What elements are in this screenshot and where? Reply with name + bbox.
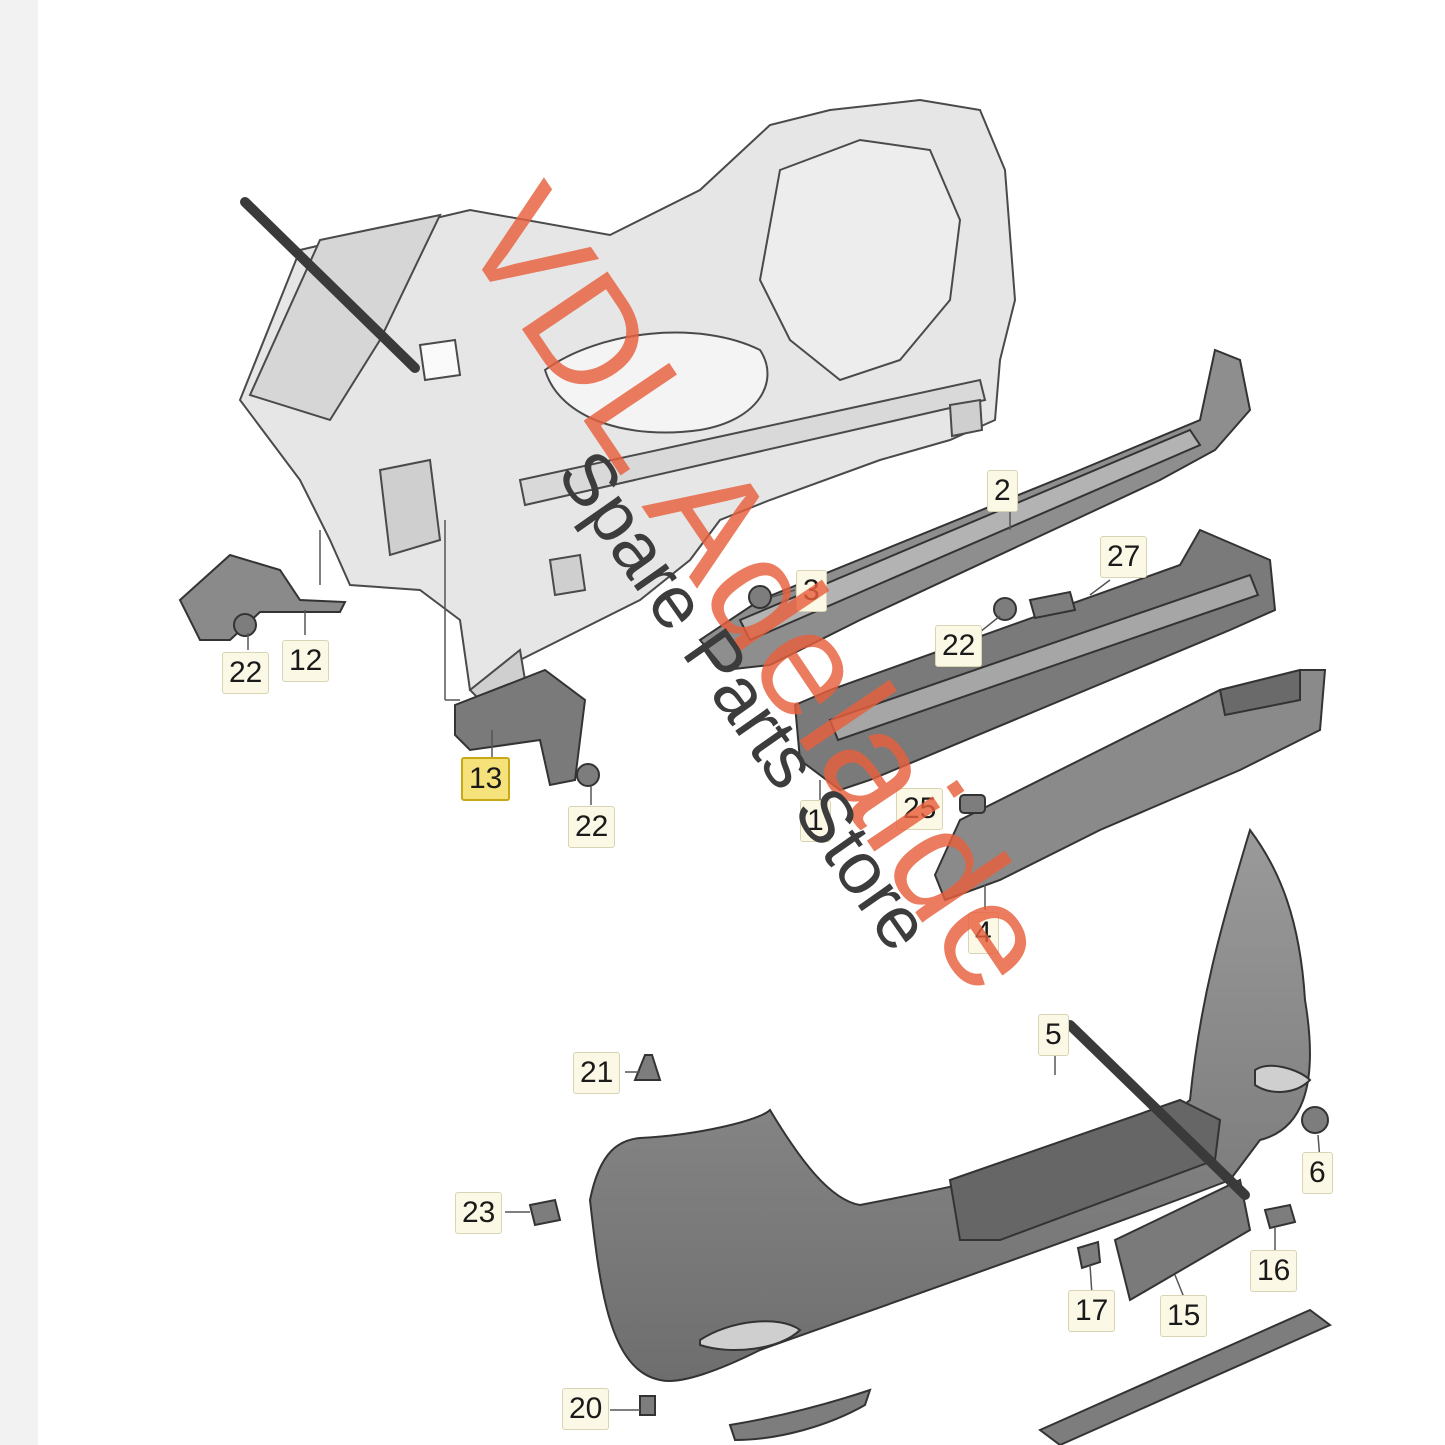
callout-23: 23 (455, 1192, 503, 1234)
part-4-absorber (933, 668, 1327, 902)
callout-17: 17 (1068, 1290, 1116, 1332)
callout-22-center: 22 (568, 806, 616, 848)
rear-body-shell (238, 98, 1017, 702)
callout-6: 6 (1302, 1152, 1333, 1194)
part-5-bumper-cover (588, 827, 1312, 1382)
callout-2: 2 (987, 470, 1018, 512)
part-13-bracket (454, 668, 587, 787)
callout-25: 25 (896, 788, 944, 830)
callout-21: 21 (573, 1052, 621, 1094)
fasteners (233, 585, 1329, 1416)
callout-22-right: 22 (935, 625, 983, 667)
callout-3: 3 (796, 570, 827, 612)
callout-13-highlighted: 13 (461, 757, 511, 801)
part-15-plate-base (1113, 1178, 1252, 1302)
callout-20: 20 (562, 1388, 610, 1430)
callout-1: 1 (800, 800, 831, 842)
callout-4: 4 (968, 912, 999, 954)
callout-15: 15 (1160, 1295, 1208, 1337)
callout-5: 5 (1038, 1014, 1069, 1056)
watermark-strokes (240, 197, 1250, 1200)
leader-lines (247, 505, 1321, 1411)
lower-trims (728, 1308, 1332, 1445)
part-1-bumper-carrier (793, 528, 1277, 792)
callout-22-left: 22 (222, 652, 270, 694)
callout-27: 27 (1100, 536, 1148, 578)
part-2-upper-guide (698, 348, 1252, 672)
callout-12: 12 (282, 640, 330, 682)
callout-16: 16 (1250, 1250, 1298, 1292)
left-margin-bar (0, 0, 38, 1445)
part-12-bracket (178, 553, 347, 641)
